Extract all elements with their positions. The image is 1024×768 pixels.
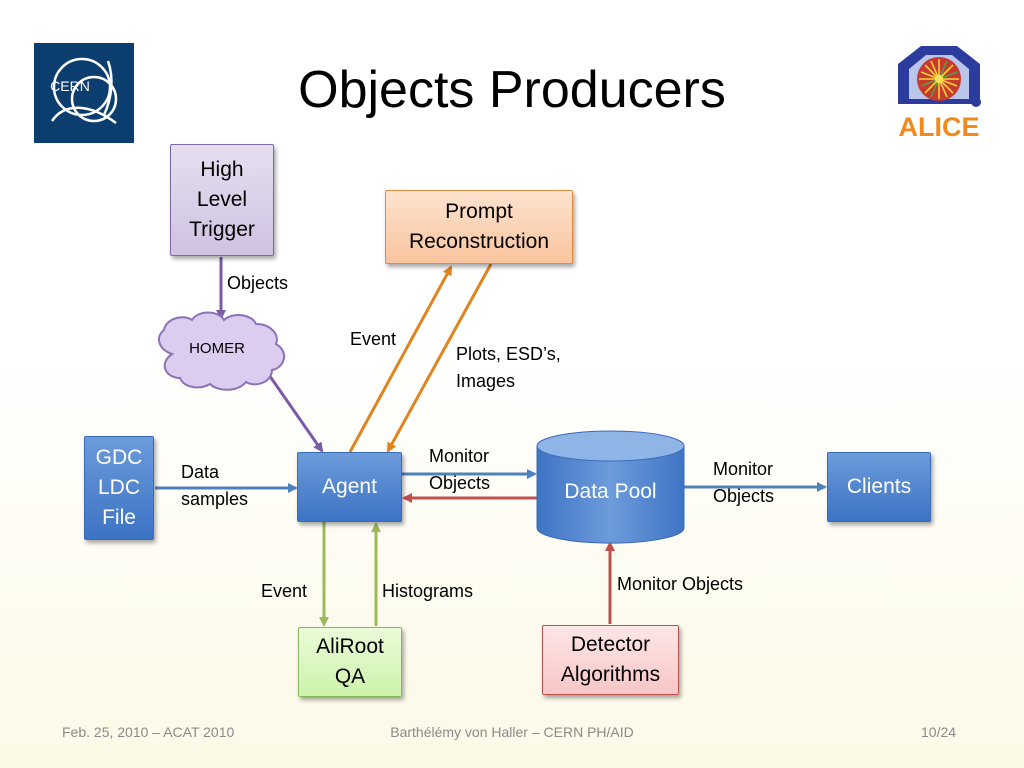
label-plots-line-2: Images [456,371,516,391]
footer-author: Barthélémy von Haller – CERN PH/AID [390,724,634,740]
node-agent-label: Agent [322,475,377,498]
label-data-samples: Data samples [181,459,248,513]
label-data-samples-line-2: samples [181,489,249,509]
node-detector-algorithms: Detector Algorithms [542,625,679,695]
label-data-samples-line-1: Data [181,462,220,482]
node-gdc-line-1: GDC [95,446,143,469]
label-histograms: Histograms [382,581,474,601]
node-gdc-line-2: LDC [97,476,140,499]
label-monitor-objects-detector: Monitor Objects [617,574,744,594]
node-prompt-line-2: Reconstruction [408,230,550,253]
node-aliroot-line-1: AliRoot [316,635,384,658]
label-monitor-clients-line-2: Objects [713,486,775,506]
node-prompt-line-1: Prompt [445,200,513,223]
footer-page-number: 10/24 [921,724,957,740]
arrow-prompt-agent [386,263,493,453]
label-plots-esds-images: Plots, ESD’s, Images [456,341,561,395]
alice-logo: ALICE [898,46,981,142]
label-monitor-objects-agent: Monitor Objects [429,443,490,497]
node-homer-label: HOMER [189,340,245,357]
datapool-cylinder [536,430,685,544]
slide-title: Objects Producers [298,61,726,119]
label-monitor-agent-line-1: Monitor [429,446,490,466]
node-detector-line-2: Algorithms [560,663,661,686]
node-agent: Agent [297,452,402,522]
node-hlt-line-2: Level [196,188,248,211]
node-clients: Clients [827,452,931,522]
homer-cloud [157,311,286,391]
label-objects: Objects [227,273,289,293]
node-hlt-line-3: Trigger [189,218,255,241]
cern-logo-text: CERN [50,78,90,94]
node-datapool-label: Data Pool [564,480,657,503]
node-gdc-ldc-file: GDC LDC File [84,436,154,540]
node-gdc-line-3: File [102,506,136,529]
node-hlt-line-1: High [200,158,244,181]
footer-date-event: Feb. 25, 2010 – ACAT 2010 [62,724,235,740]
label-monitor-clients-line-1: Monitor [713,459,774,479]
label-event-bottom: Event [261,581,308,601]
arrow-homer-agent [265,371,324,453]
label-plots-line-1: Plots, ESD’s, [456,344,561,364]
cern-logo: CERN [34,43,134,143]
node-aliroot-line-2: QA [334,665,366,688]
node-high-level-trigger: High Level Trigger [170,144,274,256]
node-prompt-reconstruction: Prompt Reconstruction [385,190,573,264]
alice-logo-text: ALICE [899,112,980,142]
label-monitor-agent-line-2: Objects [429,473,491,493]
node-aliroot-qa: AliRoot QA [298,627,402,697]
node-clients-label: Clients [846,475,912,498]
label-event-top: Event [350,329,397,349]
node-detector-line-1: Detector [570,633,651,656]
arrow-agent-prompt [348,265,453,453]
label-monitor-objects-clients: Monitor Objects [713,456,774,510]
